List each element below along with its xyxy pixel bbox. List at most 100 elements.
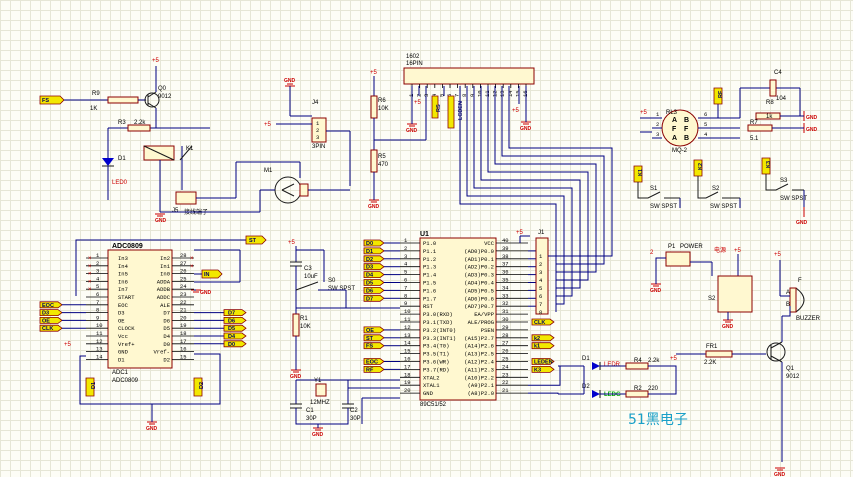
adc-net-tag-label: D7	[228, 311, 235, 317]
svg-text:GND: GND	[806, 115, 818, 121]
adc-pin-label: GND	[118, 349, 129, 356]
u1-pin-num: 36	[502, 269, 509, 276]
lcd-pin-num: 7	[454, 94, 461, 97]
svg-text:SW SPST: SW SPST	[328, 286, 355, 292]
u1-net-tag	[363, 255, 385, 263]
svg-text:FR1: FR1	[706, 344, 718, 350]
j1-pin-num: 6	[539, 293, 542, 300]
u1-pin-label: P1.3	[423, 264, 436, 271]
ledg-label: LEDG	[604, 392, 621, 398]
adc-pin-label: In0	[160, 271, 170, 278]
key-switches: K1 K2 K3 S1 SW SPST S2 SW SPST S3 SW SPS…	[633, 157, 807, 210]
svg-text:Y1: Y1	[314, 378, 322, 384]
j1-pin-num: 3	[539, 269, 542, 276]
adc-pin-num: 17	[180, 338, 187, 345]
u1-net-tag-label: FS	[366, 344, 373, 350]
adc-pin-label: EOC	[118, 302, 129, 309]
lcd-pin-num: 5	[438, 94, 445, 97]
j1-pin-num: 8	[539, 309, 542, 316]
adc-pin-label: In2	[160, 255, 170, 262]
adc-net-tag-label: CLK	[42, 326, 53, 332]
svg-text:F: F	[672, 126, 677, 133]
u1-net-tag	[531, 318, 555, 326]
u1-body	[419, 237, 497, 401]
svg-text:K2: K2	[698, 163, 704, 170]
adc-net-tag	[223, 324, 247, 332]
svg-text:2: 2	[656, 121, 659, 128]
adc-pin-num: 18	[180, 330, 187, 337]
svg-text:J1: J1	[538, 230, 545, 236]
svg-text:S0: S0	[328, 278, 336, 284]
adc-net-tag	[39, 316, 63, 324]
lcd-data-bus	[459, 86, 613, 312]
svg-text:×: ×	[88, 279, 92, 285]
svg-text:D1: D1	[582, 356, 590, 362]
lcd-pin-num: 14	[507, 90, 514, 97]
svg-text:S1: S1	[650, 186, 658, 192]
u1-net-tag	[531, 365, 555, 373]
u1-net-tag-label: CLK	[534, 320, 545, 326]
svg-text:ST: ST	[249, 238, 257, 244]
u1-net-tag-label: ST	[366, 336, 374, 342]
svg-text:ADC1: ADC1	[112, 370, 129, 376]
svg-text:A: A	[672, 117, 677, 124]
u1-pin-num: 4	[404, 261, 408, 268]
svg-text:×: ×	[190, 264, 194, 270]
u1-net-tag	[363, 263, 385, 271]
buzzer-icon	[795, 287, 805, 313]
u1-net-tag	[531, 342, 555, 350]
j5-ref: J5	[172, 208, 179, 214]
j1-pin-num: 7	[539, 301, 542, 308]
svg-text:BUZZER: BUZZER	[796, 316, 821, 322]
svg-text:S3: S3	[780, 178, 788, 184]
reset-circuit: +5 C3 10uF S0 SW SPST R1 10K	[288, 240, 400, 370]
u1-pin-label: P3.4(T0)	[423, 343, 449, 350]
svg-text:LCDEN: LCDEN	[458, 101, 464, 120]
status-leds: D1 LEDR D2 LEDG R4 2.2k R2 220 +5	[558, 356, 678, 398]
d1-value: LED0	[112, 180, 128, 186]
svg-text:10K: 10K	[378, 106, 389, 112]
adc-pin-label: Vcc	[118, 333, 128, 340]
svg-text:R2: R2	[634, 386, 642, 392]
svg-text:220: 220	[648, 386, 659, 392]
u1-net-tag-label: D4	[366, 273, 374, 279]
m1-ref: M1	[264, 168, 273, 174]
adc-net-tag	[39, 301, 63, 309]
u1-net-tag	[363, 365, 385, 373]
adc-pin-label: ADDC	[157, 294, 171, 301]
adc-pin-num: 25	[180, 275, 187, 282]
u1-net-tag-label: OE	[366, 328, 374, 334]
svg-text:10uF: 10uF	[304, 274, 318, 280]
u1-pin-label: (AD5)P0.5	[464, 287, 494, 294]
d1-led-icon	[102, 158, 114, 166]
svg-text:IN: IN	[204, 272, 210, 278]
r1-resistor	[292, 313, 300, 337]
svg-text:2: 2	[650, 250, 654, 256]
adc-pin-label: ADDB	[157, 286, 171, 293]
svg-text:ADC0809: ADC0809	[112, 378, 139, 384]
svg-text:RL3: RL3	[666, 110, 678, 116]
adc-pin-num: 9	[96, 314, 99, 321]
u1-net-tag	[363, 279, 385, 286]
svg-text:P1: P1	[668, 244, 676, 250]
u1-pin-label: P1.0	[423, 240, 436, 247]
u1-pin-num: 14	[404, 340, 411, 347]
svg-text:B: B	[684, 117, 689, 124]
adc-pin-num: 12	[96, 338, 103, 345]
u1-pin-num: 17	[404, 363, 411, 370]
svg-text:470: 470	[378, 162, 389, 168]
j1-pin-num: 4	[539, 277, 543, 284]
svg-text:GND: GND	[284, 78, 296, 84]
u1-pin-num: 2	[404, 245, 407, 252]
adc-pin-num: 16	[180, 346, 187, 353]
svg-text:2.2K: 2.2K	[704, 360, 716, 366]
u1-pin-label: (A10)P2.2	[464, 374, 494, 381]
svg-text:Q1: Q1	[786, 366, 795, 372]
q0-ref: Q0	[158, 86, 167, 92]
u1-pin-label: (A11)P2.3	[464, 366, 494, 373]
j5-terminal	[175, 191, 197, 205]
